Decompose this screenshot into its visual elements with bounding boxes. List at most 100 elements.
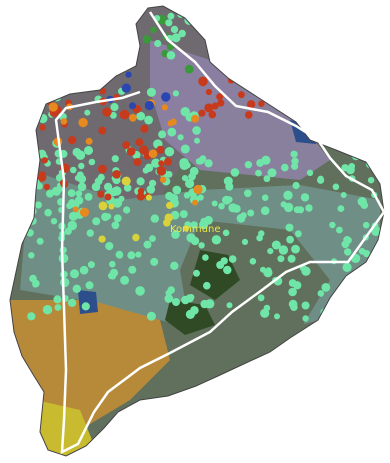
red-point-marker[interactable] <box>217 99 225 107</box>
teal-point-marker[interactable] <box>53 88 60 95</box>
orange-point-marker[interactable] <box>78 117 88 128</box>
teal-point-marker[interactable] <box>146 87 156 97</box>
red-point-marker[interactable] <box>269 84 277 92</box>
teal-point-marker[interactable] <box>113 214 122 223</box>
teal-point-marker[interactable] <box>34 201 43 209</box>
teal-point-marker[interactable] <box>177 134 184 141</box>
teal-point-marker[interactable] <box>105 213 112 220</box>
red-point-marker[interactable] <box>140 124 149 133</box>
red-point-marker[interactable] <box>97 190 105 198</box>
teal-point-marker[interactable] <box>32 281 39 288</box>
orange-point-marker[interactable] <box>170 118 177 126</box>
red-point-marker[interactable] <box>205 88 212 96</box>
teal-point-marker[interactable] <box>226 196 233 203</box>
teal-point-marker[interactable] <box>67 220 78 231</box>
teal-point-marker[interactable] <box>110 103 119 112</box>
teal-point-marker[interactable] <box>36 237 44 245</box>
teal-point-marker[interactable] <box>188 172 196 181</box>
red-point-marker[interactable] <box>37 173 47 182</box>
teal-point-marker[interactable] <box>228 255 237 263</box>
teal-point-marker[interactable] <box>150 257 159 266</box>
teal-point-marker[interactable] <box>105 242 114 251</box>
teal-point-marker[interactable] <box>74 196 84 205</box>
teal-point-marker[interactable] <box>110 111 117 119</box>
teal-point-marker[interactable] <box>194 137 200 144</box>
red-point-marker[interactable] <box>99 87 106 95</box>
teal-point-marker[interactable] <box>336 226 343 234</box>
teal-point-marker[interactable] <box>79 265 89 275</box>
teal-point-marker[interactable] <box>300 193 310 202</box>
teal-point-marker[interactable] <box>293 281 302 290</box>
teal-point-marker[interactable] <box>291 244 300 254</box>
teal-point-marker[interactable] <box>198 242 205 249</box>
teal-point-marker[interactable] <box>337 205 345 213</box>
teal-point-marker[interactable] <box>317 290 325 297</box>
teal-point-marker[interactable] <box>27 312 36 321</box>
orange-point-marker[interactable] <box>148 149 158 158</box>
red-point-marker[interactable] <box>102 107 112 117</box>
teal-point-marker[interactable] <box>244 161 253 169</box>
red-point-marker[interactable] <box>137 187 145 195</box>
blue-point-marker[interactable] <box>161 92 171 102</box>
teal-point-marker[interactable] <box>78 162 85 170</box>
teal-point-marker[interactable] <box>50 218 58 225</box>
teal-point-marker[interactable] <box>142 167 149 174</box>
teal-point-marker[interactable] <box>261 194 269 201</box>
teal-point-marker[interactable] <box>261 155 271 165</box>
teal-point-marker[interactable] <box>127 251 136 260</box>
teal-point-marker[interactable] <box>123 184 132 192</box>
teal-point-marker[interactable] <box>346 165 355 175</box>
red-point-marker[interactable] <box>98 164 107 174</box>
red-point-marker[interactable] <box>198 76 208 87</box>
teal-point-marker[interactable] <box>190 306 199 315</box>
teal-point-marker[interactable] <box>197 194 204 201</box>
teal-point-marker[interactable] <box>336 307 345 315</box>
orange-point-marker[interactable] <box>161 104 168 111</box>
teal-point-marker[interactable] <box>342 262 352 272</box>
teal-point-marker[interactable] <box>42 305 53 315</box>
red-point-marker[interactable] <box>133 158 142 166</box>
orange-point-marker[interactable] <box>193 184 203 195</box>
teal-point-marker[interactable] <box>146 311 156 321</box>
teal-point-marker[interactable] <box>364 303 374 313</box>
teal-point-marker[interactable] <box>365 298 373 306</box>
teal-point-marker[interactable] <box>68 199 76 207</box>
red-point-marker[interactable] <box>246 100 256 109</box>
teal-point-marker[interactable] <box>306 169 314 176</box>
teal-point-marker[interactable] <box>249 258 257 265</box>
orange-point-marker[interactable] <box>60 118 68 125</box>
teal-point-marker[interactable] <box>202 254 209 261</box>
red-point-marker[interactable] <box>41 157 48 164</box>
teal-point-marker[interactable] <box>293 206 301 214</box>
teal-point-marker[interactable] <box>185 178 195 189</box>
teal-point-marker[interactable] <box>260 206 270 215</box>
red-point-marker[interactable] <box>204 103 214 113</box>
orange-point-marker[interactable] <box>159 176 167 183</box>
teal-point-marker[interactable] <box>92 217 101 226</box>
yellow-point-marker[interactable] <box>98 201 108 211</box>
teal-point-marker[interactable] <box>290 150 298 158</box>
teal-point-marker[interactable] <box>263 268 273 278</box>
teal-point-marker[interactable] <box>111 221 120 230</box>
teal-point-marker[interactable] <box>301 266 311 276</box>
teal-point-marker[interactable] <box>59 277 70 288</box>
teal-point-marker[interactable] <box>218 202 225 210</box>
teal-point-marker[interactable] <box>67 189 76 198</box>
teal-point-marker[interactable] <box>67 298 77 307</box>
teal-point-marker[interactable] <box>123 206 131 214</box>
teal-point-marker[interactable] <box>120 275 130 285</box>
teal-point-marker[interactable] <box>87 261 95 269</box>
blue-point-marker[interactable] <box>121 83 131 93</box>
red-point-marker[interactable] <box>104 193 112 201</box>
teal-point-marker[interactable] <box>340 192 347 198</box>
red-point-marker[interactable] <box>158 160 165 167</box>
teal-point-marker[interactable] <box>172 298 180 306</box>
teal-point-marker[interactable] <box>149 179 157 187</box>
teal-point-marker[interactable] <box>277 255 285 263</box>
teal-point-marker[interactable] <box>376 149 383 156</box>
blue-point-marker[interactable] <box>144 100 154 111</box>
teal-point-marker[interactable] <box>158 130 167 139</box>
teal-point-marker[interactable] <box>287 254 296 263</box>
teal-point-marker[interactable] <box>363 281 373 291</box>
red-point-marker[interactable] <box>68 136 77 145</box>
